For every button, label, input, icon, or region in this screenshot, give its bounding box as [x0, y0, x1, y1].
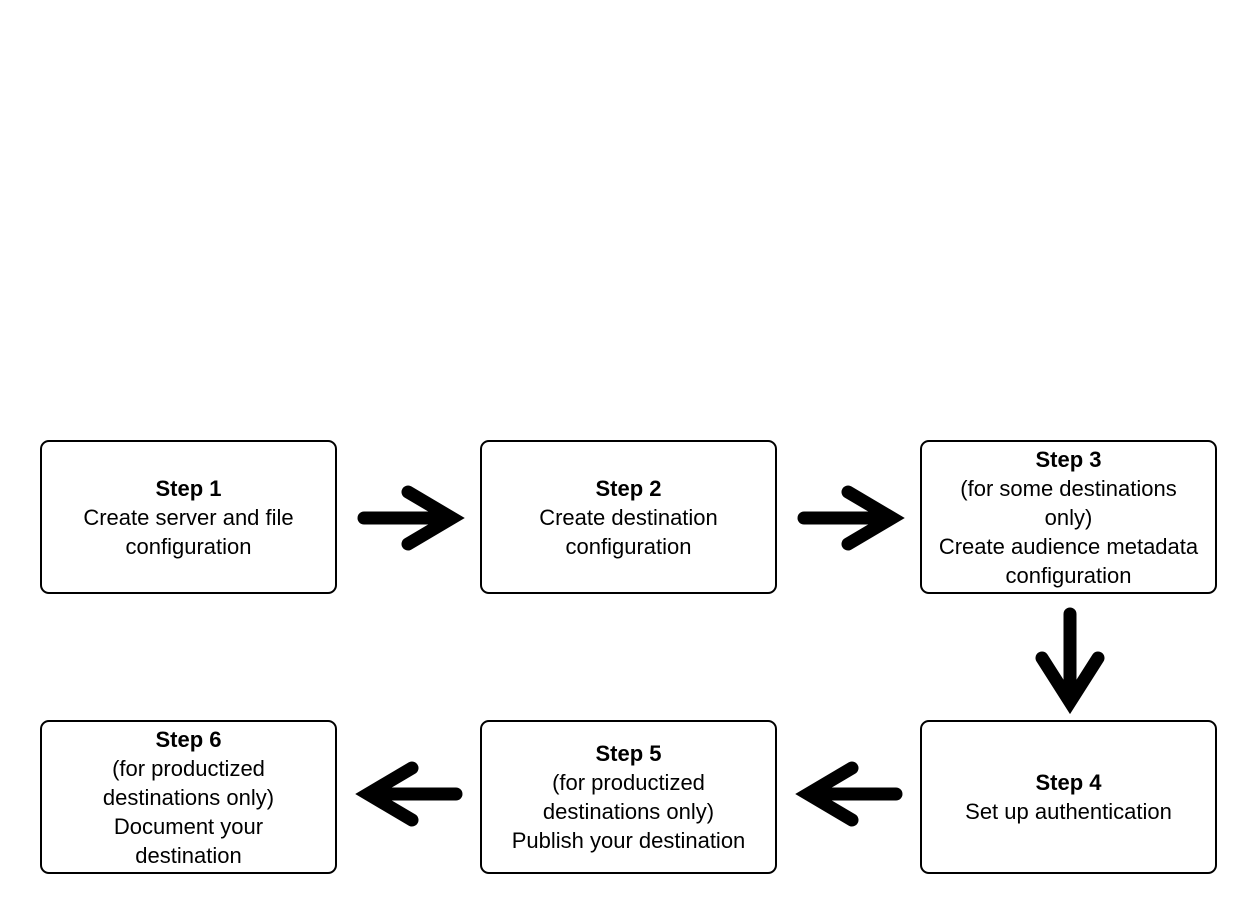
- step-6-box: Step 6 (for productized destinations onl…: [40, 720, 337, 874]
- step-6-title: Step 6: [155, 726, 222, 752]
- step-3-line-4: configuration: [1005, 562, 1132, 588]
- step-1-box: Step 1 Create server and file configurat…: [40, 440, 337, 594]
- step-5-title: Step 5: [595, 741, 662, 766]
- arrow-down-icon: [1035, 607, 1105, 715]
- step-6-line-4: destination: [135, 842, 242, 868]
- step-4-title: Step 4: [1035, 770, 1102, 795]
- step-1-line-2: configuration: [125, 533, 252, 559]
- step-2-line-2: configuration: [565, 533, 692, 559]
- step-1-line-1: Create server and file: [83, 504, 294, 530]
- step-6-line-2: destinations only): [102, 784, 275, 810]
- step-2-box: Step 2 Create destination configuration: [480, 440, 777, 594]
- arrow-left-icon: [795, 761, 903, 827]
- step-4-line-1: Set up authentication: [965, 799, 1172, 824]
- step-3-line-1: (for some destinations: [960, 475, 1177, 501]
- step-3-line-2: only): [1044, 504, 1093, 530]
- step-5-line-1: (for productized: [552, 770, 705, 795]
- step-6-line-3: Document your: [113, 813, 264, 839]
- step-2-line-1: Create destination: [539, 504, 718, 530]
- step-5-line-2: destinations only): [542, 799, 715, 824]
- step-5-box: Step 5 (for productized destinations onl…: [480, 720, 777, 874]
- arrow-right-icon: [797, 485, 905, 551]
- step-1-title: Step 1: [155, 475, 222, 501]
- arrow-left-icon: [355, 761, 463, 827]
- arrow-right-icon: [357, 485, 465, 551]
- step-3-box: Step 3 (for some destinations only) Crea…: [920, 440, 1217, 594]
- step-4-box: Step 4 Set up authentication: [920, 720, 1217, 874]
- step-6-line-1: (for productized: [112, 755, 265, 781]
- step-3-title: Step 3: [1035, 446, 1102, 472]
- step-3-line-3: Create audience metadata: [938, 533, 1199, 559]
- step-5-line-3: Publish your destination: [511, 828, 746, 853]
- step-2-title: Step 2: [595, 475, 662, 501]
